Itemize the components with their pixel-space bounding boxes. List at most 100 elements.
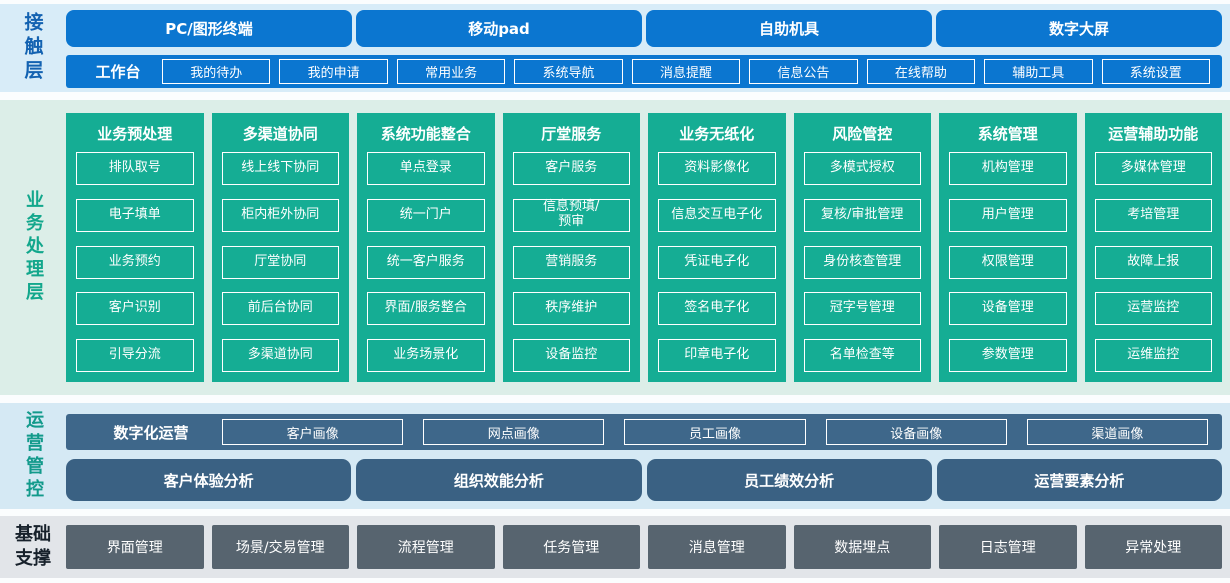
business-item: 名单检查等	[803, 339, 921, 372]
business-item: 凭证电子化	[658, 245, 776, 279]
business-column-items: 机构管理用户管理权限管理设备管理参数管理	[949, 152, 1067, 372]
business-layer-content: 业务预处理排队取号电子填单业务预约客户识别引导分流多渠道协同线上线下协同柜内柜外…	[66, 100, 1230, 395]
business-item: 电子填单	[76, 198, 194, 232]
analysis-box: 组织效能分析	[356, 459, 642, 501]
business-column-title: 业务预处理	[97, 125, 173, 143]
workbench-item: 系统导航	[514, 59, 623, 84]
business-column: 运营辅助功能多媒体管理考培管理故障上报运营监控运维监控	[1084, 113, 1222, 382]
workbench-item: 信息公告	[749, 59, 858, 84]
workbench-item: 我的待办	[162, 59, 271, 84]
business-column-title: 风险管控	[832, 125, 893, 143]
business-column-items: 资料影像化信息交互电子化凭证电子化签名电子化印章电子化	[658, 152, 776, 372]
business-item: 设备监控	[512, 339, 630, 372]
business-column-items: 多媒体管理考培管理故障上报运营监控运维监控	[1094, 152, 1212, 372]
business-item: 厅堂协同	[221, 245, 339, 279]
foundation-item: 日志管理	[939, 525, 1077, 569]
digital-ops-items: 客户画像网点画像员工画像设备画像渠道画像	[222, 419, 1209, 445]
business-item: 客户服务	[512, 152, 630, 185]
business-item: 多模式授权	[803, 152, 921, 185]
digital-ops-item: 客户画像	[222, 419, 404, 445]
operation-layer-content: 数字化运营 客户画像网点画像员工画像设备画像渠道画像 客户体验分析组织效能分析员…	[66, 403, 1230, 509]
foundation-layer-label: 基础支撑	[15, 523, 51, 569]
business-column: 业务预处理排队取号电子填单业务预约客户识别引导分流	[66, 113, 204, 382]
business-column-items: 单点登录统一门户统一客户服务界面/服务整合业务场景化	[367, 152, 485, 372]
business-column-items: 线上线下协同柜内柜外协同厅堂协同前后台协同多渠道协同	[221, 152, 339, 372]
business-column-items: 排队取号电子填单业务预约客户识别引导分流	[76, 152, 194, 372]
digital-ops-bar: 数字化运营 客户画像网点画像员工画像设备画像渠道画像	[66, 414, 1222, 450]
business-item: 运营监控	[1094, 292, 1212, 326]
business-item: 业务预约	[76, 245, 194, 279]
business-item: 线上线下协同	[221, 152, 339, 185]
foundation-items: 界面管理场景/交易管理流程管理任务管理消息管理数据埋点日志管理异常处理	[66, 525, 1222, 569]
business-item: 营销服务	[512, 245, 630, 279]
contact-layer-label: 接触层	[21, 12, 44, 84]
business-item: 界面/服务整合	[367, 292, 485, 326]
analysis-box: 员工绩效分析	[646, 459, 932, 501]
foundation-layer-section: 基础支撑 界面管理场景/交易管理流程管理任务管理消息管理数据埋点日志管理异常处理	[0, 516, 1230, 578]
operation-layer-section: 运营管控 数字化运营 客户画像网点画像员工画像设备画像渠道画像 客户体验分析组织…	[0, 403, 1230, 509]
business-item: 身份核查管理	[803, 245, 921, 279]
business-column-title: 系统管理	[977, 125, 1038, 143]
business-item: 多媒体管理	[1094, 152, 1212, 185]
workbench-label: 工作台	[95, 63, 141, 81]
business-columns: 业务预处理排队取号电子填单业务预约客户识别引导分流多渠道协同线上线下协同柜内柜外…	[66, 113, 1222, 382]
business-item: 复核/审批管理	[803, 198, 921, 232]
business-column: 系统功能整合单点登录统一门户统一客户服务界面/服务整合业务场景化	[357, 113, 495, 382]
business-item: 设备管理	[949, 292, 1067, 326]
business-column-title: 多渠道协同	[242, 125, 318, 143]
business-column: 多渠道协同线上线下协同柜内柜外协同厅堂协同前后台协同多渠道协同	[211, 113, 349, 382]
workbench-bar: 工作台 我的待办我的申请常用业务系统导航消息提醒信息公告在线帮助辅助工具系统设置	[66, 55, 1222, 88]
analysis-box: 运营要素分析	[936, 459, 1222, 501]
foundation-item: 任务管理	[502, 525, 640, 569]
digital-ops-item: 设备画像	[825, 419, 1007, 445]
business-item: 资料影像化	[658, 152, 776, 185]
foundation-item: 数据埋点	[793, 525, 931, 569]
analysis-row: 客户体验分析组织效能分析员工绩效分析运营要素分析	[66, 459, 1222, 501]
business-column-items: 客户服务信息预填/ 预审营销服务秩序维护设备监控	[512, 152, 630, 372]
business-column: 厅堂服务客户服务信息预填/ 预审营销服务秩序维护设备监控	[502, 113, 640, 382]
business-column-title: 系统功能整合	[380, 125, 471, 143]
foundation-item: 界面管理	[66, 525, 204, 569]
foundation-layer-content: 界面管理场景/交易管理流程管理任务管理消息管理数据埋点日志管理异常处理	[66, 516, 1230, 578]
business-item: 统一客户服务	[367, 245, 485, 279]
operation-layer-gutter: 运营管控	[0, 403, 66, 509]
foundation-item: 异常处理	[1084, 525, 1222, 569]
business-item: 统一门户	[367, 198, 485, 232]
business-item: 信息交互电子化	[658, 198, 776, 232]
terminal-box: 数字大屏	[936, 10, 1222, 47]
business-layer-label: 业务处理层	[23, 190, 44, 305]
business-layer-gutter: 业务处理层	[0, 100, 66, 395]
business-column: 风险管控多模式授权复核/审批管理身份核查管理冠字号管理名单检查等	[793, 113, 931, 382]
terminal-box: PC/图形终端	[66, 10, 352, 47]
business-item: 业务场景化	[367, 339, 485, 372]
business-item: 冠字号管理	[803, 292, 921, 326]
business-item: 故障上报	[1094, 245, 1212, 279]
terminal-box: 自助机具	[646, 10, 932, 47]
business-item: 多渠道协同	[221, 339, 339, 372]
business-item: 考培管理	[1094, 198, 1212, 232]
business-column: 系统管理机构管理用户管理权限管理设备管理参数管理	[939, 113, 1077, 382]
digital-ops-label: 数字化运营	[113, 423, 189, 442]
digital-ops-item: 网点画像	[423, 419, 605, 445]
contact-layer-gutter: 接触层	[0, 4, 66, 92]
business-item: 前后台协同	[221, 292, 339, 326]
business-item: 柜内柜外协同	[221, 198, 339, 232]
business-item: 机构管理	[949, 152, 1067, 185]
terminal-box: 移动pad	[356, 10, 642, 47]
business-item: 引导分流	[76, 339, 194, 372]
foundation-layer-gutter: 基础支撑	[0, 516, 66, 578]
foundation-item: 场景/交易管理	[211, 525, 349, 569]
business-column-items: 多模式授权复核/审批管理身份核查管理冠字号管理名单检查等	[803, 152, 921, 372]
digital-ops-item: 渠道画像	[1026, 419, 1209, 445]
business-item: 排队取号	[76, 152, 194, 185]
business-layer-section: 业务处理层 业务预处理排队取号电子填单业务预约客户识别引导分流多渠道协同线上线下…	[0, 100, 1230, 395]
business-item: 用户管理	[949, 198, 1067, 232]
business-column-title: 业务无纸化	[679, 125, 755, 143]
workbench-item: 常用业务	[396, 59, 506, 84]
business-item: 印章电子化	[658, 339, 776, 372]
business-item: 信息预填/ 预审	[512, 198, 630, 232]
business-column: 业务无纸化资料影像化信息交互电子化凭证电子化签名电子化印章电子化	[648, 113, 786, 382]
